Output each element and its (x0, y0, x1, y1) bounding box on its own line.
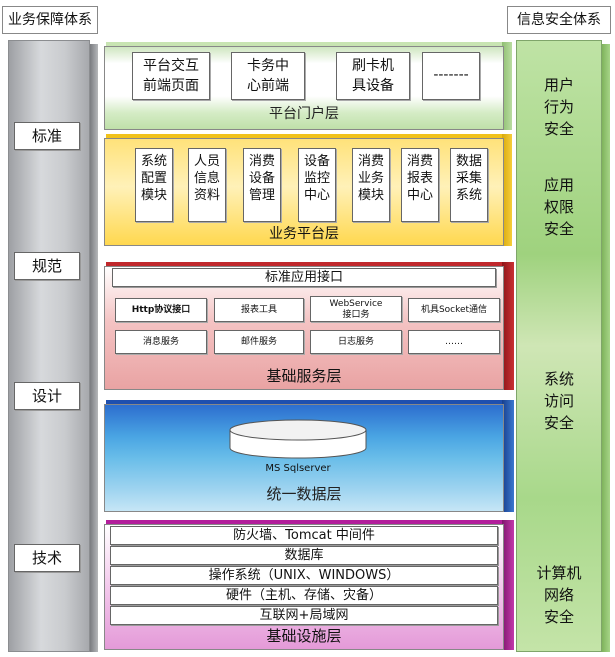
infra-layer-top (106, 520, 502, 526)
service-layer-side (502, 262, 514, 390)
service-socket-communication: 机具Socket通信 (408, 298, 500, 322)
infra-row-database: 数据库 (110, 546, 498, 565)
right-item-user-behavior: 用户 行为 安全 (543, 76, 574, 138)
business-box-device-management: 消费 设备 管理 (243, 148, 281, 222)
portal-box-card-center: 卡务中 心前端 (231, 52, 305, 100)
service-more: …… (408, 330, 500, 354)
service-layer-top (106, 262, 502, 268)
portal-layer-title: 平台门户层 (269, 106, 339, 122)
service-log: 日志服务 (310, 330, 402, 354)
left-item-design: 设计 (14, 382, 80, 410)
business-layer-title: 业务平台层 (269, 226, 339, 242)
database-cylinder-icon (229, 419, 367, 459)
service-layer-title: 基础服务层 (266, 367, 342, 385)
portal-layer-top (106, 42, 502, 48)
portal-layer-side (502, 42, 512, 130)
service-http-interface: Http协议接口 (115, 298, 207, 322)
infra-row-firewall: 防火墙、Tomcat 中间件 (110, 526, 498, 545)
business-layer-top (106, 134, 502, 140)
right-item-network-security: 计算机 网络 安全 (536, 564, 582, 626)
business-box-report-center: 消费 报表 中心 (401, 148, 439, 222)
infra-layer-side (502, 520, 514, 650)
left-column-title: 业务保障体系 (2, 6, 98, 34)
standard-app-interface: 标准应用接口 (112, 268, 496, 287)
business-layer-side (502, 134, 512, 246)
business-box-data-collection: 数据 采集 系统 (450, 148, 488, 222)
service-report-tool: 报表工具 (214, 298, 304, 322)
right-item-app-permission: 应用 权限 安全 (543, 176, 574, 238)
infra-row-network: 互联网+局域网 (110, 606, 498, 625)
data-layer-title: 统一数据层 (266, 485, 342, 503)
right-column-title: 信息安全体系 (507, 6, 611, 34)
portal-box-card-reader: 刷卡机 具设备 (336, 52, 410, 100)
left-column-side (90, 44, 98, 652)
left-item-technology: 技术 (14, 544, 80, 572)
portal-box-more: ------- (422, 52, 480, 100)
service-message: 消息服务 (115, 330, 207, 354)
data-layer-side (502, 400, 514, 512)
portal-box-frontend-page: 平台交互 前端页面 (132, 52, 210, 100)
infra-layer-title: 基础设施层 (266, 627, 342, 645)
business-box-personnel-info: 人员 信息 资料 (188, 148, 226, 222)
right-item-system-access: 系统 访问 安全 (543, 370, 574, 432)
business-box-consumption-business: 消费 业务 模块 (352, 148, 390, 222)
information-security-column (516, 40, 602, 652)
service-webservice-interface: WebService 接口务 (310, 296, 402, 322)
right-column-side (602, 44, 610, 652)
infra-row-hardware: 硬件（主机、存储、灾备） (110, 586, 498, 605)
database-label: MS Sqlserver (265, 463, 331, 474)
business-box-device-monitoring: 设备 监控 中心 (298, 148, 336, 222)
data-layer-top (106, 400, 502, 406)
business-box-system-config: 系统 配置 模块 (135, 148, 173, 222)
infra-row-os: 操作系统（UNIX、WINDOWS） (110, 566, 498, 585)
left-item-specification: 规范 (14, 252, 80, 280)
service-mail: 邮件服务 (214, 330, 304, 354)
left-item-standard: 标准 (14, 122, 80, 150)
